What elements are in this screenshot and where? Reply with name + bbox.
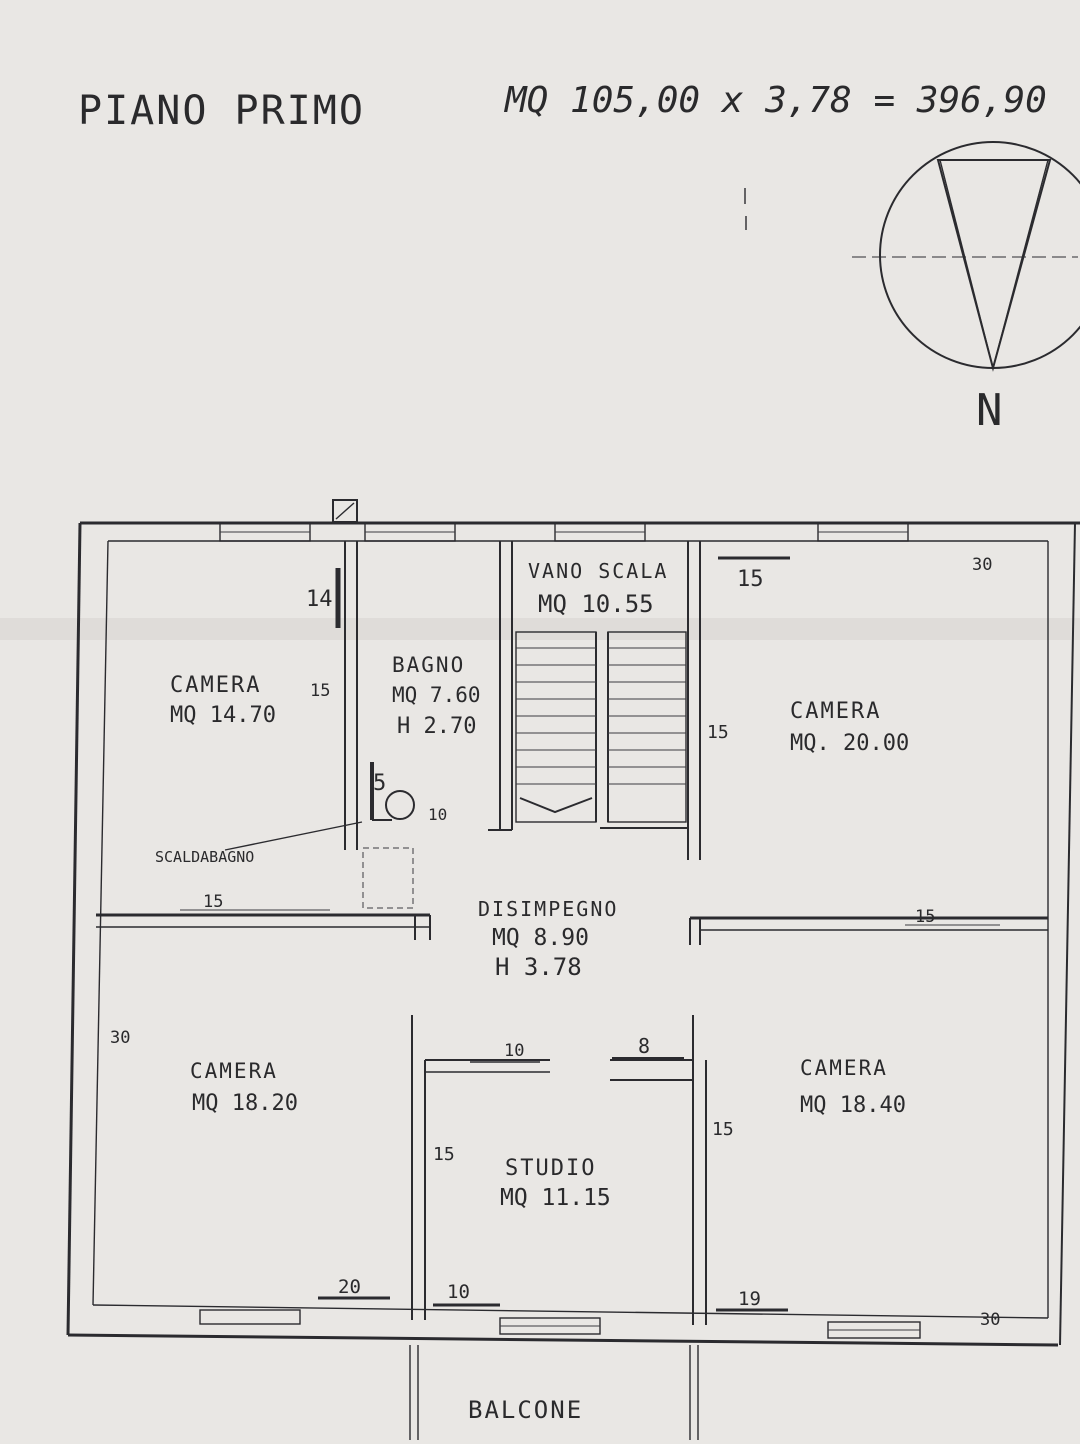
dim-label: 20 (338, 1276, 361, 1298)
scaldabagno-label: SCALDABAGNO (155, 848, 254, 866)
dimension-lines (180, 556, 1000, 1312)
room-camera-sw-name: CAMERA (190, 1059, 278, 1083)
staircase (515, 631, 687, 823)
dim-label: 30 (110, 1028, 130, 1048)
balcone-label: BALCONE (468, 1396, 583, 1424)
dim-label: 10 (447, 1281, 470, 1303)
room-camera-ne-name: CAMERA (790, 699, 881, 724)
dim-label: 30 (972, 555, 992, 575)
dim-label: 15 (707, 722, 729, 743)
dim-label: 10 (504, 1041, 524, 1061)
room-bagno-name: BAGNO (392, 653, 465, 677)
balcony-railing (409, 1345, 699, 1440)
room-vano-scala-area: MQ 10.55 (538, 590, 654, 618)
dim-label: 10 (428, 805, 447, 824)
room-bagno-height: H 2.70 (397, 714, 476, 739)
dim-label: 14 (306, 587, 333, 612)
dim-label: 19 (738, 1288, 761, 1310)
room-disimpegno-name: DISIMPEGNO (478, 897, 618, 921)
room-camera-ne-area: MQ. 20.00 (790, 731, 909, 756)
room-disimpegno-area: MQ 8.90 (492, 925, 589, 951)
room-disimpegno-height: H 3.78 (495, 953, 582, 981)
room-camera-sw-area: MQ 18.20 (192, 1091, 298, 1116)
compass-icon: N (852, 141, 1080, 436)
interior-walls (96, 541, 1048, 1325)
floor-title: PIANO PRIMO (78, 88, 365, 134)
dim-label: 15 (433, 1144, 455, 1165)
north-label: N (976, 385, 1003, 436)
room-camera-nw-name: CAMERA (170, 673, 261, 698)
dim-label: 15 (712, 1119, 734, 1140)
scan-stripe (0, 618, 1080, 640)
dim-label: 15 (915, 907, 935, 927)
room-vano-scala-name: VANO SCALA (528, 559, 668, 583)
dim-label: 30 (980, 1310, 1000, 1330)
dim-label: 8 (638, 1034, 650, 1058)
top-windows (219, 499, 909, 542)
boiler-icon (224, 762, 415, 851)
room-bagno-area: MQ 7.60 (392, 683, 481, 707)
dim-label: 5 (373, 771, 386, 796)
dim-label: 15 (203, 892, 223, 912)
area-formula: MQ 105,00 x 3,78 = 396,90 (503, 80, 1047, 121)
room-studio-name: STUDIO (505, 1156, 596, 1181)
bottom-windows (199, 1309, 921, 1339)
room-studio-area: MQ 11.15 (500, 1185, 611, 1211)
dim-label: 15 (310, 681, 330, 701)
room-camera-se-name: CAMERA (800, 1056, 888, 1080)
room-camera-nw-area: MQ 14.70 (170, 703, 276, 728)
room-camera-se-area: MQ 18.40 (800, 1093, 906, 1118)
dim-label: 15 (737, 567, 764, 592)
